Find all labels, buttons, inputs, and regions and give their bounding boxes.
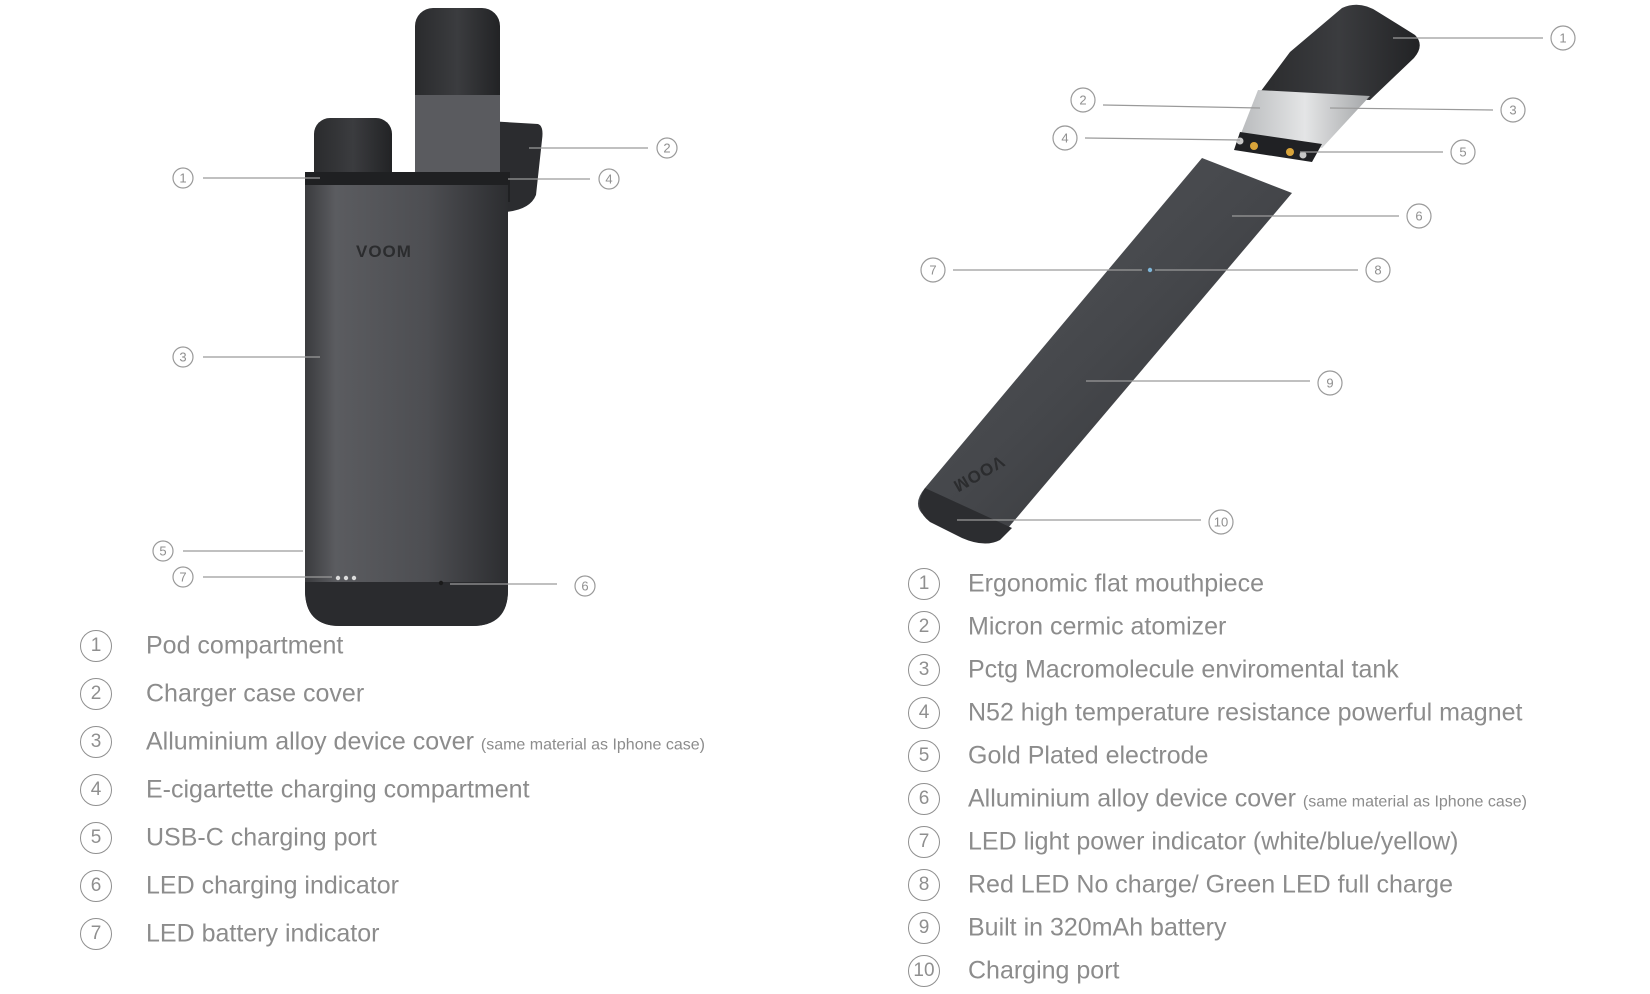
case-body xyxy=(305,185,508,626)
case-brand-logo: VOOM xyxy=(356,242,412,261)
legend-number: 4 xyxy=(908,697,940,729)
legend-number: 6 xyxy=(908,783,940,815)
led-dot xyxy=(335,575,341,581)
legend-number: 1 xyxy=(908,568,940,600)
right-callouts xyxy=(953,37,1543,521)
legend-number: 3 xyxy=(80,726,112,758)
r-callout-2: 2 xyxy=(1079,93,1086,108)
pen-bottom-cap xyxy=(919,488,1012,544)
legend-number: 2 xyxy=(908,611,940,643)
legend-number: 10 xyxy=(908,955,940,987)
legend-number: 8 xyxy=(908,869,940,901)
legend-text: Pctg Macromolecule enviromental tank xyxy=(968,655,1399,684)
legend-note: (same material as Iphone case) xyxy=(480,736,705,754)
case-bottom-band xyxy=(305,582,508,626)
legend-number: 5 xyxy=(80,822,112,854)
legend-text: N52 high temperature resistance powerful… xyxy=(968,698,1523,727)
legend-text-with-note: Alluminium alloy device cover (same mate… xyxy=(146,728,705,757)
r-callout-4: 4 xyxy=(1061,131,1068,146)
legend-number: 2 xyxy=(80,678,112,710)
legend-number: 4 xyxy=(80,774,112,806)
r-callout-6: 6 xyxy=(1415,209,1422,224)
legend-text: Red LED No charge/ Green LED full charge xyxy=(968,870,1453,899)
right-callout-circles xyxy=(920,25,1576,535)
right-callout-labels: 1 2 3 4 5 6 7 8 9 10 xyxy=(929,31,1566,530)
legend-number: 9 xyxy=(908,912,940,944)
left-callouts xyxy=(183,147,648,585)
r-callout-9: 9 xyxy=(1326,376,1333,391)
legend-number: 7 xyxy=(80,918,112,950)
magnet xyxy=(1299,151,1307,159)
legend-number: 7 xyxy=(908,826,940,858)
legend-text: Built in 320mAh battery xyxy=(968,913,1227,942)
r-callout-5: 5 xyxy=(1459,145,1466,160)
gold-electrode xyxy=(1250,142,1258,150)
legend-number: 1 xyxy=(80,630,112,662)
charging-case-illustration: VOOM xyxy=(305,8,543,626)
charging-led xyxy=(438,580,444,586)
legend-text: Ergonomic flat mouthpiece xyxy=(968,569,1264,598)
magnet xyxy=(1236,137,1244,145)
r-callout-8: 8 xyxy=(1374,263,1381,278)
left-callout-labels: 1 2 3 4 5 7 6 xyxy=(159,141,670,594)
led-dot xyxy=(351,575,357,581)
callout-1: 1 xyxy=(179,171,186,186)
legend-text-with-note: Alluminium alloy device cover (same mate… xyxy=(968,785,1527,814)
legend-text: E-cigartette charging compartment xyxy=(146,775,530,804)
callout-6: 6 xyxy=(581,579,588,594)
callout-6-7: 7 xyxy=(179,570,186,585)
r-callout-3: 3 xyxy=(1509,103,1516,118)
led-light xyxy=(1147,267,1153,273)
gold-electrode xyxy=(1286,148,1294,156)
legend-text: Alluminium alloy device cover xyxy=(968,784,1296,813)
r-callout-1: 1 xyxy=(1559,31,1566,46)
r-callout-7: 7 xyxy=(929,263,936,278)
pod-mouthpiece xyxy=(1258,4,1420,100)
callout-5: 5 xyxy=(159,544,166,559)
legend-text: USB-C charging port xyxy=(146,823,377,852)
pod-tank xyxy=(1240,90,1370,148)
legend-text: Gold Plated electrode xyxy=(968,741,1209,770)
legend-text: Alluminium alloy device cover xyxy=(146,727,474,756)
legend-number: 6 xyxy=(80,870,112,902)
legend-text: Charger case cover xyxy=(146,679,365,708)
legend-number: 3 xyxy=(908,654,940,686)
legend-number: 5 xyxy=(908,740,940,772)
legend-text: LED charging indicator xyxy=(146,871,399,900)
left-callout-circles xyxy=(152,137,678,597)
callout-4: 4 xyxy=(605,172,612,187)
legend-note: (same material as Iphone case) xyxy=(1302,793,1527,811)
led-dot xyxy=(343,575,349,581)
pen-body xyxy=(917,158,1292,540)
callout-3: 3 xyxy=(179,350,186,365)
legend-text: LED light power indicator (white/blue/ye… xyxy=(968,827,1459,856)
legend-text: LED battery indicator xyxy=(146,919,380,948)
legend-text: Pod compartment xyxy=(146,631,344,660)
legend-text: Micron cermic atomizer xyxy=(968,612,1227,641)
legend-text: Charging port xyxy=(968,956,1120,985)
callout-2: 2 xyxy=(663,141,670,156)
pen-device-illustration: VOOM xyxy=(917,4,1420,544)
r-callout-10: 10 xyxy=(1214,515,1228,530)
